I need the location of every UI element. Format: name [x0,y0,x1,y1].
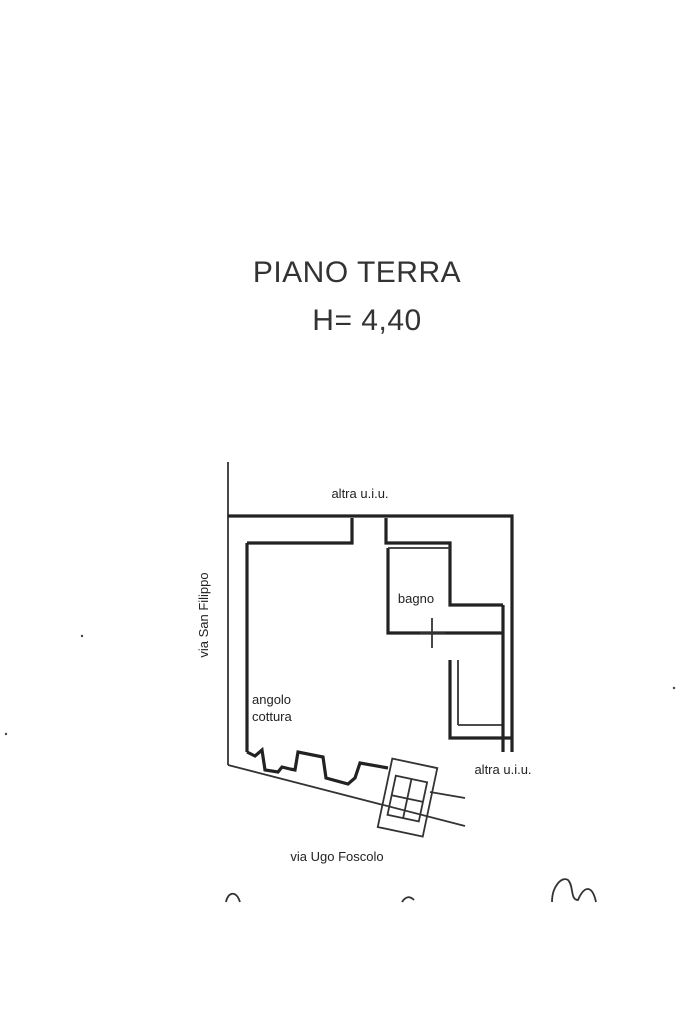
entrance-stairs [376,757,439,838]
kitchen-label-line2: cottura [252,709,293,724]
right-neighbor-label: altra u.i.u. [474,762,531,777]
street-left-label: via San Filippo [196,572,211,657]
height-title: H= 4,40 [312,304,421,337]
inner-walls [245,518,503,786]
top-neighbor-label: altra u.i.u. [331,486,388,501]
outer-walls [227,462,514,827]
bathroom [386,547,503,648]
street-bottom-label: via Ugo Foscolo [290,849,383,864]
kitchen-label-line1: angolo [252,692,291,707]
floor-title: PIANO TERRA [253,256,461,289]
scan-dots [4,634,676,736]
signature [225,878,597,903]
corridor-walls [448,605,512,752]
bathroom-label: bagno [398,591,434,606]
